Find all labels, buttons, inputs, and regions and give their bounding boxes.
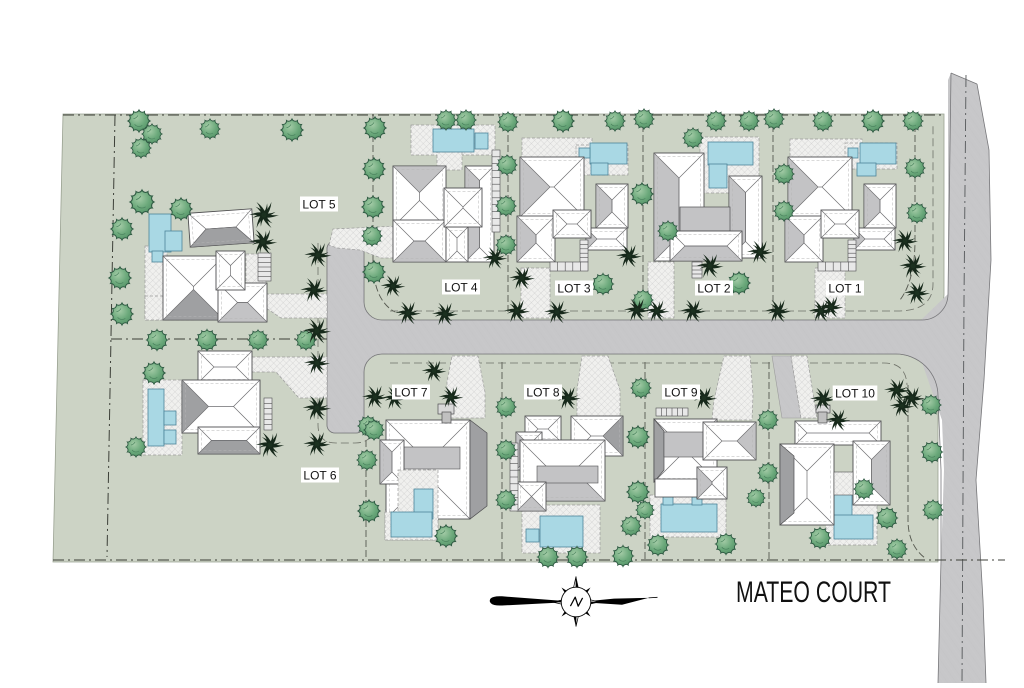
svg-text:MATEO COURT: MATEO COURT [736,576,891,609]
svg-text:LOT 9: LOT 9 [664,385,697,399]
svg-text:LOT 1: LOT 1 [828,281,861,295]
svg-text:LOT 6: LOT 6 [303,468,336,482]
svg-text:LOT 7: LOT 7 [394,385,427,399]
svg-text:LOT 3: LOT 3 [557,281,590,295]
svg-text:LOT 2: LOT 2 [697,281,730,295]
svg-text:LOT 10: LOT 10 [835,386,875,400]
svg-text:LOT 8: LOT 8 [526,385,559,399]
svg-text:LOT 4: LOT 4 [444,280,477,294]
svg-text:LOT 5: LOT 5 [302,197,335,211]
